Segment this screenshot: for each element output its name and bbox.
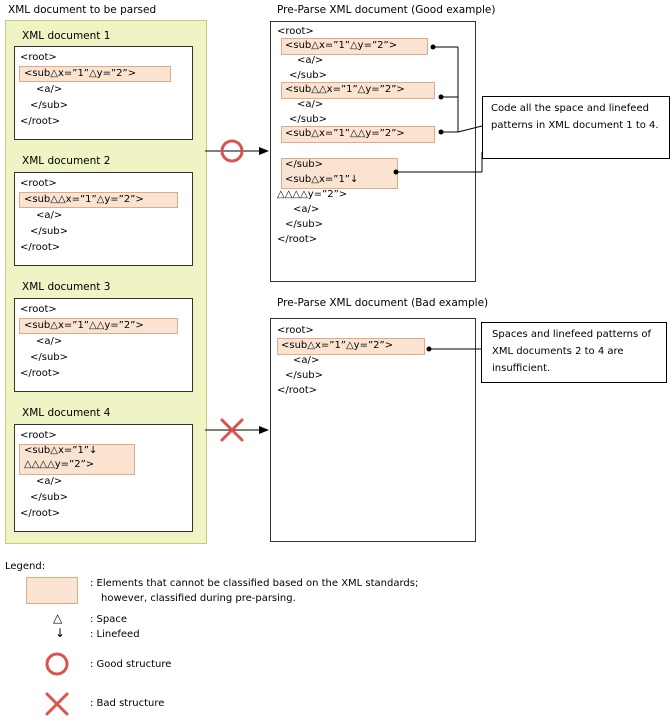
code-line: <sub△x=”1”△y=”2”> (281, 340, 394, 351)
code-line: <root> (277, 26, 314, 37)
legend-title: Legend: (5, 561, 46, 572)
code-line: <root> (20, 304, 57, 315)
doc2-title: XML document 2 (22, 155, 111, 167)
code-line: <root> (20, 178, 57, 189)
code-line: <sub△x=”1”△y=”2”> (24, 68, 137, 79)
good-note: Code all the space and linefeed patterns… (482, 96, 670, 159)
doc4-box (14, 424, 193, 532)
doc4-title: XML document 4 (22, 407, 111, 419)
code-line: </root> (20, 508, 61, 519)
good-structure-icon (45, 652, 69, 676)
circle-icon (220, 139, 244, 163)
source-title: XML document to be parsed (8, 4, 157, 16)
doc4-highlight (19, 444, 135, 475)
code-line: <a/> (293, 204, 320, 215)
code-line: </sub> (30, 492, 69, 503)
space-icon: △ (53, 611, 63, 625)
cross-icon (220, 418, 244, 442)
good-highlight (281, 126, 435, 143)
code-line: △△△△y=”2”> (277, 189, 348, 200)
code-line: </root> (277, 234, 318, 245)
good-box (270, 21, 476, 282)
legend-highlight-desc: : Elements that cannot be classified bas… (90, 578, 419, 589)
code-line: </sub> (289, 114, 328, 125)
code-line: <sub△x=”1”↓ (285, 174, 359, 185)
doc2-highlight (19, 192, 178, 208)
code-line: </root> (20, 368, 61, 379)
code-line: <a/> (293, 355, 320, 366)
code-line: </sub> (30, 226, 69, 237)
legend-linefeed-label: : Linefeed (90, 629, 140, 640)
code-line: <sub△x=”1”△△y=”2”> (24, 320, 144, 331)
code-line: △△△△y=”2”> (24, 459, 95, 470)
code-line: </root> (277, 385, 318, 396)
code-line: <a/> (36, 210, 63, 221)
doc1-highlight (19, 66, 171, 82)
doc1-box (14, 46, 193, 140)
code-line: <root> (277, 325, 314, 336)
linefeed-icon: ↓ (55, 626, 66, 640)
code-line: <sub△x=”1”△△y=”2”> (285, 128, 405, 139)
code-line: <root> (20, 430, 57, 441)
doc1-title: XML document 1 (22, 30, 111, 42)
code-line: </sub> (285, 219, 324, 230)
code-line: </root> (20, 116, 61, 127)
code-line: <sub△△x=”1”△y=”2”> (285, 84, 405, 95)
good-connectors (396, 46, 483, 350)
code-line: </sub> (285, 159, 324, 170)
good-highlight (281, 38, 428, 55)
code-line: <sub△x=”1”△y=”2”> (285, 40, 398, 51)
doc3-box (14, 298, 193, 392)
bad-title: Pre-Parse XML document (Bad example) (277, 297, 489, 309)
doc2-box (14, 172, 193, 266)
code-line: </root> (20, 242, 61, 253)
legend-bad-label: : Bad structure (90, 698, 165, 709)
code-line: <a/> (36, 476, 63, 487)
legend-space-label: : Space (90, 614, 128, 625)
good-title: Pre-Parse XML document (Good example) (277, 4, 496, 16)
doc3-highlight (19, 318, 178, 334)
bad-box (270, 318, 476, 542)
code-line: <a/> (297, 55, 324, 66)
code-line: <a/> (36, 84, 63, 95)
connector-dots (393, 44, 444, 352)
doc3-title: XML document 3 (22, 281, 111, 293)
code-line: </sub> (30, 352, 69, 363)
code-line: </sub> (289, 70, 328, 81)
code-line: </sub> (285, 370, 324, 381)
code-line: <sub△x=”1”↓ (24, 445, 98, 456)
code-line: <root> (20, 52, 57, 63)
code-line: <a/> (297, 99, 324, 110)
legend-highlight-swatch (26, 577, 78, 604)
legend-highlight-desc-2: however, classified during pre-parsing. (101, 593, 296, 604)
bad-structure-icon (45, 692, 69, 716)
bad-highlight (277, 338, 425, 355)
good-highlight (281, 158, 398, 189)
code-line: <sub△△x=”1”△y=”2”> (24, 194, 144, 205)
bad-note: Spaces and linefeed patterns of XML docu… (481, 322, 667, 383)
code-line: <a/> (36, 336, 63, 347)
code-line: </sub> (30, 100, 69, 111)
good-highlight (281, 82, 435, 99)
legend-good-label: : Good structure (90, 659, 172, 670)
